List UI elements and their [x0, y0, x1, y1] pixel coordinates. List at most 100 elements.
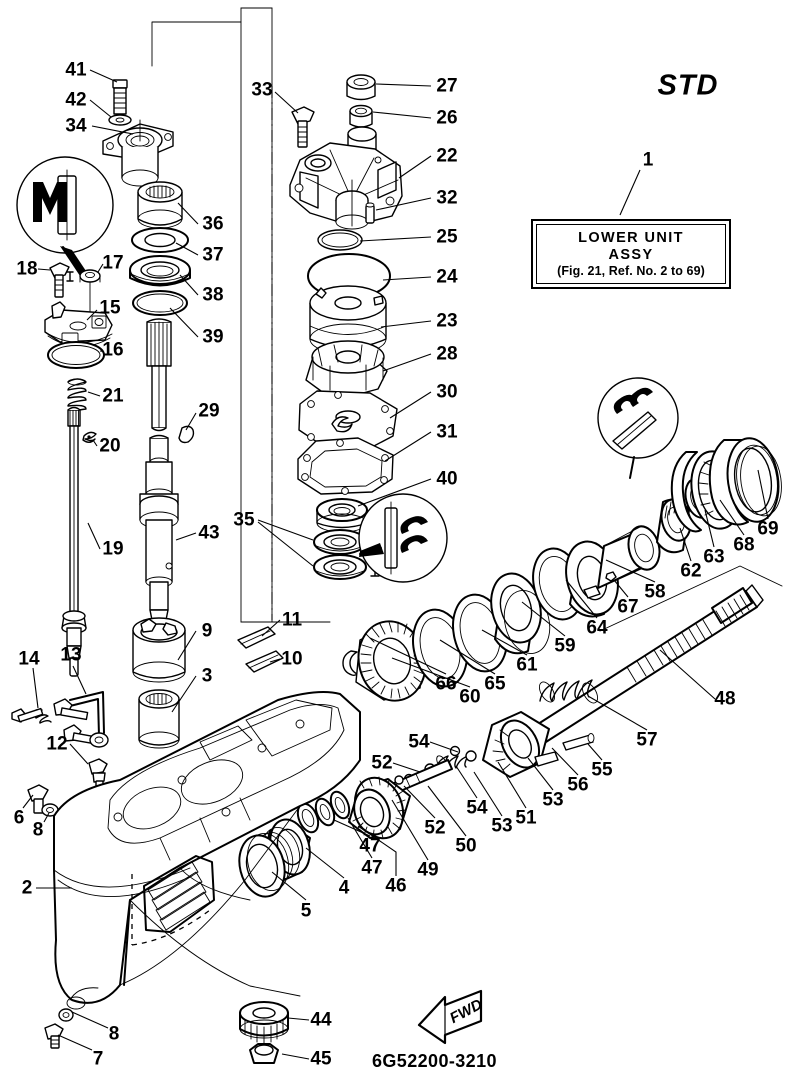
part-25-o-ring	[317, 229, 363, 251]
callout-7: 7	[92, 1048, 104, 1070]
part-58-bearing-carrier	[565, 525, 661, 618]
part-42-washer	[108, 114, 132, 126]
part-32-dowel-pin	[365, 202, 375, 224]
callout-63: 63	[703, 546, 725, 568]
part-13-fittings	[53, 698, 109, 748]
callout-62: 62	[680, 560, 702, 582]
callout-30: 30	[436, 381, 458, 403]
callout-34: 34	[65, 115, 87, 137]
callout-68: 68	[733, 534, 755, 556]
callout-56: 56	[567, 774, 589, 796]
part-55-pin	[562, 733, 595, 751]
part-60-forward-gear	[355, 620, 427, 702]
part-15-shift-assembly	[44, 301, 113, 347]
callout-25: 25	[436, 226, 458, 248]
callout-55: 55	[591, 759, 613, 781]
callout-44: 44	[310, 1009, 332, 1031]
part-19-shift-rod	[61, 406, 87, 677]
callout-19: 19	[102, 538, 124, 560]
part-27-seal	[346, 74, 376, 101]
callout-64: 64	[586, 617, 608, 639]
part-23-pump-insert	[309, 285, 387, 355]
callout-29: 29	[198, 400, 220, 422]
callout-12: 12	[46, 733, 68, 755]
callout-5: 5	[300, 900, 312, 922]
part-31-gasket	[297, 437, 394, 495]
callout-11: 11	[281, 609, 303, 631]
callout-52: 52	[371, 752, 393, 774]
callout-41: 41	[65, 59, 87, 81]
callout-67: 67	[617, 596, 639, 618]
callout-54: 54	[408, 731, 430, 753]
part-10-key	[245, 650, 284, 673]
callout-10: 10	[281, 648, 303, 670]
part-16-o-ring	[47, 341, 105, 369]
callout-8: 8	[32, 819, 44, 841]
part-21-spring	[67, 378, 87, 415]
part-11-key	[237, 626, 276, 649]
callout-2: 2	[21, 877, 33, 899]
part-57-spring	[538, 679, 599, 704]
callout-24: 24	[436, 266, 458, 288]
part-3-bushing	[138, 689, 180, 749]
callout-23: 23	[436, 310, 458, 332]
callout-32: 32	[436, 187, 458, 209]
detail-circle-pin-center	[358, 493, 448, 583]
callout-18: 18	[16, 258, 38, 280]
part-33-bolt	[291, 106, 315, 148]
callout-48: 48	[714, 688, 736, 710]
callout-26: 26	[436, 107, 458, 129]
callout-57: 57	[636, 729, 658, 751]
callout-35: 35	[233, 509, 255, 531]
callout-6: 6	[13, 807, 25, 829]
callout-8: 8	[108, 1023, 120, 1045]
part-17-nut	[66, 269, 101, 283]
fwd-direction-marker: FWD	[415, 985, 489, 1047]
part-39-o-ring	[132, 290, 188, 316]
part-37-washer	[131, 227, 189, 253]
callout-69: 69	[757, 518, 779, 540]
lower-unit-assy-box: LOWER UNIT ASSY (Fig. 21, Ref. No. 2 to …	[531, 219, 731, 289]
callout-65: 65	[484, 673, 506, 695]
callout-4: 4	[338, 877, 350, 899]
callout-9: 9	[201, 620, 213, 642]
diagram-part-number: 6G52200-3210	[372, 1051, 497, 1071]
callout-38: 38	[202, 284, 224, 306]
part-20-clip	[82, 431, 97, 443]
part-44-trim-tab	[239, 1001, 289, 1044]
callout-53: 53	[542, 789, 564, 811]
part-34-bearing-housing	[102, 119, 174, 187]
part-48-propeller-shaft	[523, 565, 783, 750]
callout-45: 45	[310, 1048, 332, 1070]
callout-37: 37	[202, 244, 224, 266]
part-36-bearing	[137, 181, 183, 229]
water-intake-grill	[143, 855, 215, 933]
callout-60: 60	[459, 686, 481, 708]
part-38-oil-seal	[129, 255, 191, 287]
callout-14: 14	[18, 648, 40, 670]
callout-36: 36	[202, 213, 224, 235]
assy-reference-note: (Fig. 21, Ref. No. 2 to 69)	[557, 264, 705, 278]
callout-47: 47	[359, 835, 381, 857]
part-29-key	[178, 425, 195, 444]
callout-27: 27	[436, 75, 458, 97]
callout-22: 22	[436, 145, 458, 167]
part-8-washer-upper	[41, 803, 59, 817]
callout-66: 66	[435, 673, 457, 695]
part-9-coupling-sleeve	[132, 617, 186, 683]
callout-15: 15	[99, 297, 121, 319]
callout-21: 21	[102, 385, 124, 407]
part-41-bolt	[112, 79, 128, 115]
callout-40: 40	[436, 468, 458, 490]
part-6-bolt	[27, 784, 49, 814]
part-47-washers	[296, 790, 351, 834]
callout-52: 52	[424, 817, 446, 839]
callout-54: 54	[466, 797, 488, 819]
part-66-clip	[342, 650, 358, 677]
callout-20: 20	[99, 435, 121, 457]
part-40-seal-assembly	[316, 498, 368, 533]
callout-58: 58	[644, 581, 666, 603]
part-5-seal	[238, 832, 290, 898]
